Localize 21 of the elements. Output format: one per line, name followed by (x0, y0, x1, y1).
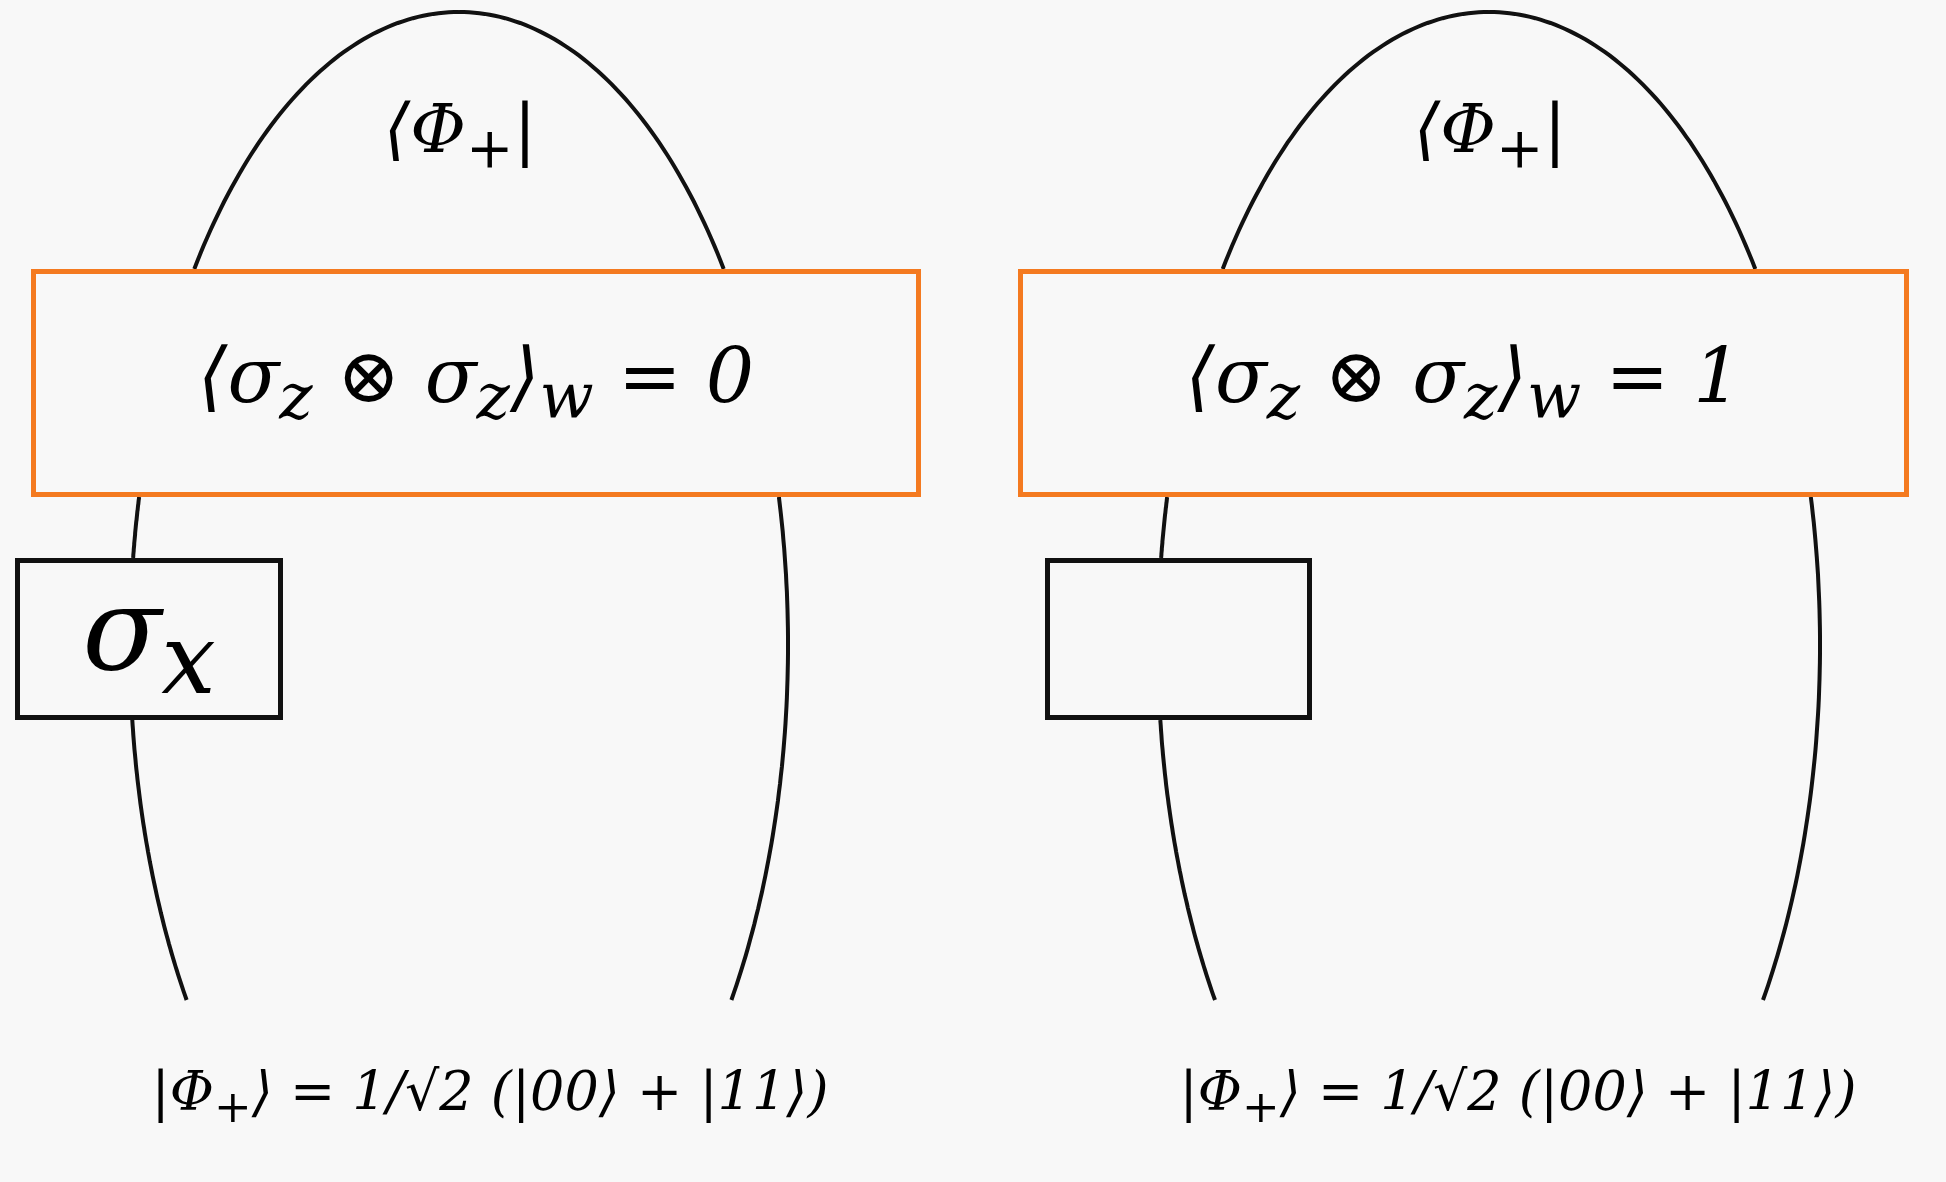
bra-label: ⟨Φ$_{+}$| (1413, 92, 1567, 178)
empty-box (1045, 558, 1312, 720)
wire-line (1158, 719, 1217, 1001)
wire-line (1220, 10, 1490, 270)
bra-label: ⟨Φ$_{+}$| (383, 92, 537, 178)
expectation-value-box (1018, 269, 1909, 497)
wire-line (729, 496, 790, 1001)
math-expression: ⟨σ$_{z}$ ⊗ σ$_{z}$⟩$_{w}$ = 0 (197, 334, 755, 432)
expectation-value-box (31, 269, 921, 497)
wire-line (131, 496, 142, 559)
wire-line (1159, 496, 1170, 559)
wire-line (192, 10, 460, 270)
state-equation: |Φ$_{+}$⟩ = 1/√2 (|00⟩ + |11⟩) (151, 1062, 829, 1132)
wire-line (130, 719, 189, 1001)
wire-line (458, 10, 726, 270)
wire-line (1488, 10, 1758, 270)
wire-line (1761, 496, 1822, 1001)
operator-box (15, 558, 283, 720)
math-expression: ⟨σ$_{z}$ ⊗ σ$_{z}$⟩$_{w}$ = 1 (1185, 334, 1742, 432)
state-equation: |Φ$_{+}$⟩ = 1/√2 (|00⟩ + |11⟩) (1179, 1062, 1857, 1132)
math-expression: σ$_{x}$ (82, 564, 216, 714)
